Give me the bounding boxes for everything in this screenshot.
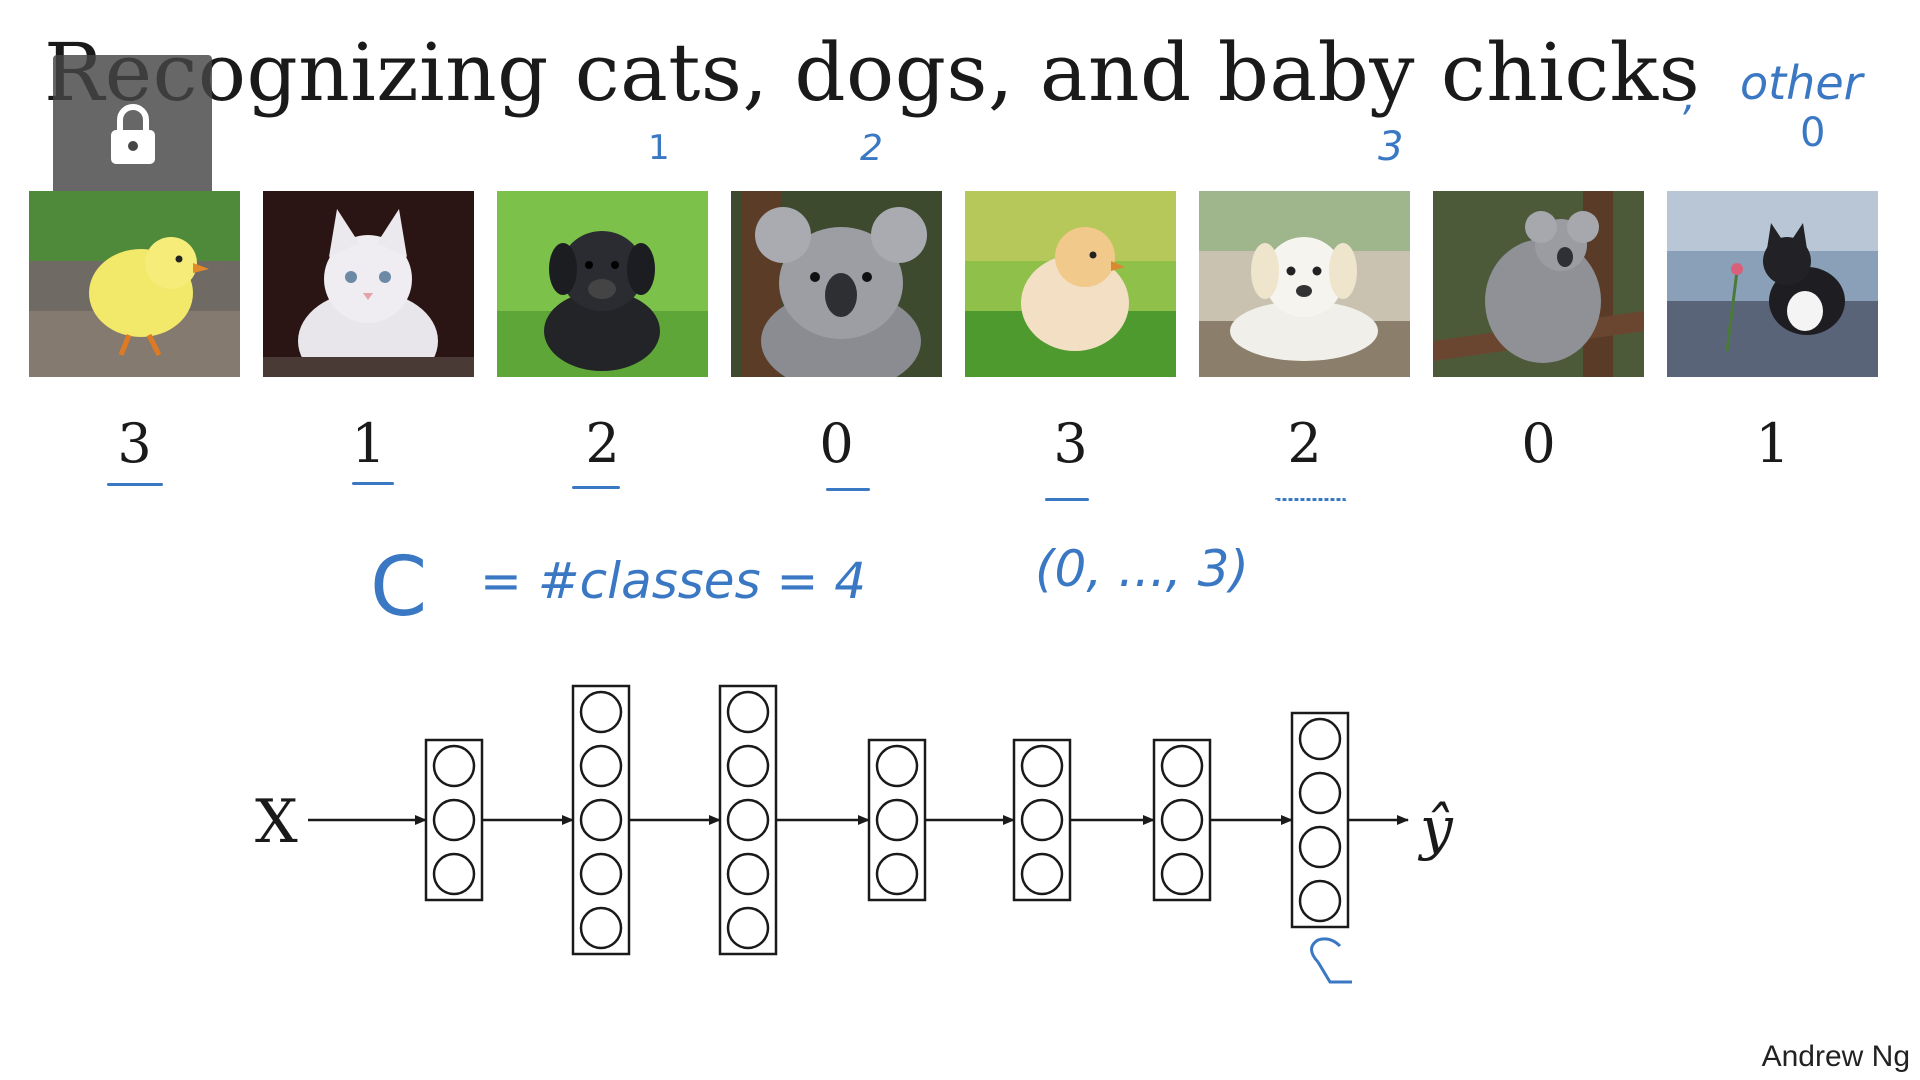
other-comma: , bbox=[1683, 74, 1696, 120]
dog-index-annotation: 2 bbox=[860, 128, 883, 169]
other-class-value: 0 bbox=[1800, 110, 1825, 156]
neuron-node bbox=[1300, 827, 1340, 867]
class-range-annotation: (0, ..., 3) bbox=[1035, 540, 1249, 598]
neural-network-diagram: X ŷ bbox=[0, 660, 1920, 990]
label-underline-1 bbox=[107, 483, 163, 486]
image-label-3: 2 bbox=[497, 412, 708, 475]
puppy-image-1 bbox=[497, 191, 708, 377]
other-annotation: other bbox=[1740, 56, 1863, 110]
image-label-8: 1 bbox=[1667, 412, 1878, 475]
label-underline-2 bbox=[352, 482, 394, 485]
label-underline-5 bbox=[1045, 498, 1089, 501]
neuron-node bbox=[1300, 719, 1340, 759]
kitten-image-1 bbox=[263, 191, 474, 377]
neuron-node bbox=[1300, 881, 1340, 921]
neuron-node bbox=[581, 800, 621, 840]
chick-index-annotation: 3 bbox=[1378, 124, 1403, 170]
slide-title: Recognizing cats, dogs, and baby chicks bbox=[44, 26, 1700, 119]
neuron-node bbox=[877, 854, 917, 894]
neuron-node bbox=[581, 746, 621, 786]
kitten-image-2 bbox=[1667, 191, 1878, 377]
image-label-7: 0 bbox=[1433, 412, 1644, 475]
image-label-6: 2 bbox=[1199, 412, 1410, 475]
neuron-node bbox=[877, 800, 917, 840]
neuron-node bbox=[581, 854, 621, 894]
lock-overlay-button[interactable] bbox=[53, 55, 212, 213]
neuron-node bbox=[1300, 773, 1340, 813]
neuron-node bbox=[1162, 854, 1202, 894]
num-classes-annotation: = #classes = 4 bbox=[480, 552, 866, 610]
chick-image-1 bbox=[29, 191, 240, 377]
chick-image-2 bbox=[965, 191, 1176, 377]
neuron-node bbox=[1022, 800, 1062, 840]
neuron-node bbox=[434, 746, 474, 786]
koala-image-2 bbox=[1433, 191, 1644, 377]
neuron-node bbox=[1022, 746, 1062, 786]
image-label-5: 3 bbox=[965, 412, 1176, 475]
neuron-node bbox=[728, 692, 768, 732]
neuron-node bbox=[581, 692, 621, 732]
neuron-node bbox=[728, 854, 768, 894]
image-label-2: 1 bbox=[263, 412, 474, 475]
neuron-node bbox=[1162, 746, 1202, 786]
image-label-1: 3 bbox=[29, 412, 240, 475]
koala-image-1 bbox=[731, 191, 942, 377]
neuron-node bbox=[434, 800, 474, 840]
c-symbol-annotation: C bbox=[370, 540, 427, 635]
image-label-4: 0 bbox=[731, 412, 942, 475]
output-layer-annotation-arrow bbox=[1312, 939, 1353, 982]
label-underline-4 bbox=[826, 488, 870, 491]
neuron-node bbox=[434, 854, 474, 894]
neuron-node bbox=[877, 746, 917, 786]
lock-icon bbox=[106, 102, 160, 166]
neuron-node bbox=[1022, 854, 1062, 894]
network-input-label: X bbox=[255, 787, 298, 857]
neuron-node bbox=[728, 746, 768, 786]
cat-index-annotation: 1 bbox=[648, 128, 670, 168]
network-output-label: ŷ bbox=[1417, 794, 1454, 862]
neuron-node bbox=[581, 908, 621, 948]
puppy-image-2 bbox=[1199, 191, 1410, 377]
neuron-node bbox=[728, 800, 768, 840]
label-underline-3 bbox=[572, 486, 620, 489]
neuron-node bbox=[728, 908, 768, 948]
author-credit: Andrew Ng bbox=[1762, 1040, 1910, 1074]
label-underline-6 bbox=[1275, 498, 1347, 501]
neuron-node bbox=[1162, 800, 1202, 840]
